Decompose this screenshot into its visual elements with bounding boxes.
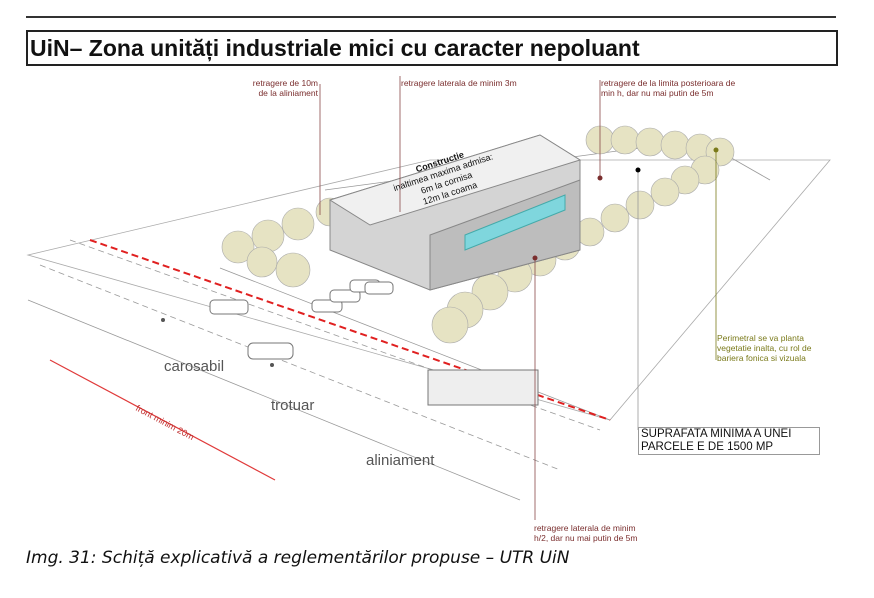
- header-rule: [26, 16, 836, 18]
- building: [328, 134, 582, 291]
- sidewalk-label: trotuar: [271, 397, 315, 414]
- perimeter-vegetation-label: Perimetral se va planta vegetatie inalta…: [717, 333, 812, 363]
- marker-dots: [161, 147, 719, 367]
- alignment-label: aliniament: [366, 452, 435, 469]
- setback-side-top-label: retragere laterala de minim 3m: [401, 78, 517, 88]
- trees-rear: [221, 125, 735, 344]
- figure-caption: Img. 31: Schiță explicativă a reglementă…: [26, 548, 570, 568]
- setback-rear-label: retragere de la limita posterioara de mi…: [601, 78, 736, 98]
- setback-front-label: retragere de 10m de la aliniament: [252, 78, 318, 98]
- front-min-label: front minim 20m: [134, 403, 196, 442]
- min-area-box: SUPRAFATA MINIMA A UNEI PARCELE E DE 150…: [638, 427, 820, 455]
- cars: [209, 279, 539, 406]
- site-diagram: Constructie inaltimea maxima admisa: 6m …: [26, 76, 831, 520]
- roadway-label: carosabil: [164, 358, 225, 375]
- setback-line: [89, 239, 611, 421]
- leader-lines: [319, 76, 717, 520]
- front-dimension-line: [49, 359, 276, 481]
- page-title: UiN– Zona unități industriale mici cu ca…: [26, 30, 838, 66]
- setback-side-bottom-label: retragere laterala de minim h/2, dar nu …: [534, 523, 638, 543]
